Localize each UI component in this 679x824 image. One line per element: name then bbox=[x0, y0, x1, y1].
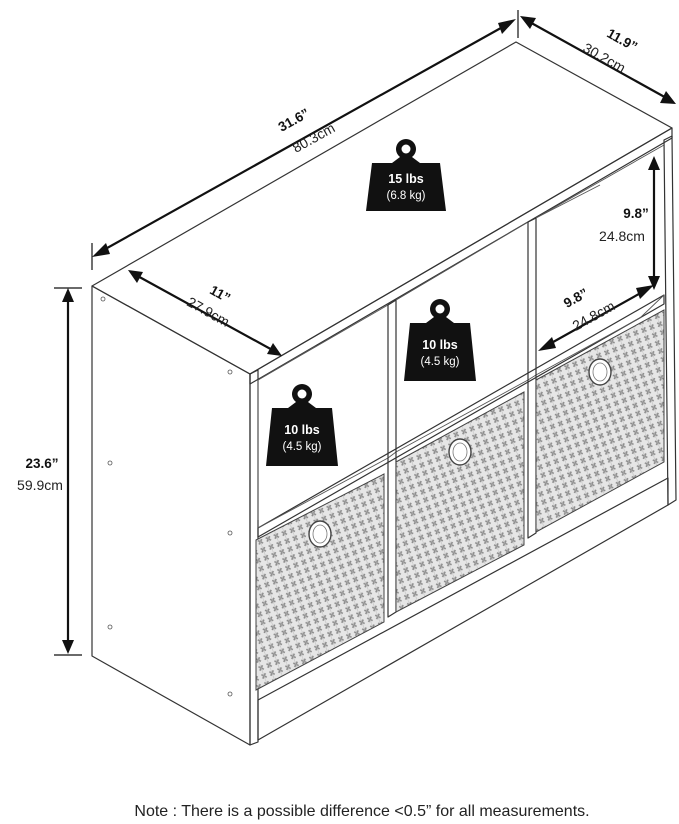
height-metric-label: 59.9cm bbox=[17, 477, 63, 493]
weight-icon-top: 15 lbs (6.8 kg) bbox=[366, 139, 446, 211]
weight-top-lbs: 15 lbs bbox=[388, 172, 423, 186]
weight-icon-shelf-center: 10 lbs (4.5 kg) bbox=[404, 299, 476, 381]
weight-shelf-1-lbs: 10 lbs bbox=[284, 423, 319, 437]
depth-imperial-label: 11.9” bbox=[604, 26, 640, 55]
height-imperial-label: 23.6” bbox=[25, 456, 58, 471]
cube-height-imperial-label: 9.8” bbox=[623, 206, 649, 221]
storage-bin-center bbox=[395, 391, 525, 613]
dimension-arrow-width bbox=[91, 10, 519, 270]
shelf-pin-holes bbox=[100, 296, 233, 697]
cube-depth-imperial-label: 9.8” bbox=[561, 285, 591, 310]
storage-bin-left bbox=[255, 473, 385, 691]
cube-width-imperial-label: 11” bbox=[207, 282, 233, 305]
measurement-note: Note : There is a possible difference <0… bbox=[134, 803, 589, 820]
weight-icon-shelf-left: 10 lbs (4.5 kg) bbox=[266, 384, 338, 466]
weight-shelf-2-lbs: 10 lbs bbox=[422, 338, 457, 352]
cube-height-metric-label: 24.8cm bbox=[599, 228, 645, 244]
weight-shelf-2-kg: (4.5 kg) bbox=[421, 356, 460, 368]
dimension-arrow-height bbox=[54, 287, 82, 656]
weight-top-kg: (6.8 kg) bbox=[387, 190, 426, 202]
width-imperial-label: 31.6” bbox=[276, 105, 312, 134]
dimension-arrow-cube-width bbox=[128, 270, 282, 356]
dimension-arrow-depth bbox=[520, 16, 676, 104]
weight-shelf-1-kg: (4.5 kg) bbox=[283, 441, 322, 453]
dimension-arrow-cube-depth bbox=[538, 285, 654, 351]
dimension-arrow-cube-height bbox=[648, 156, 660, 290]
storage-bin-right bbox=[535, 309, 665, 533]
